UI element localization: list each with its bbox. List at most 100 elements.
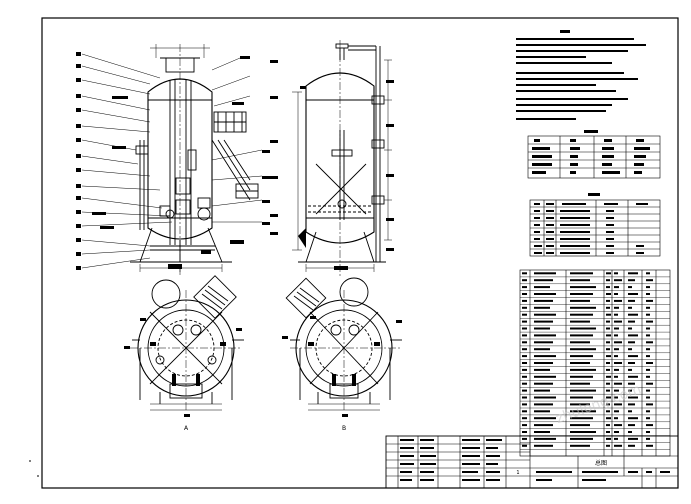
bom-index-mark: [522, 362, 527, 364]
bom-cell-mark: [606, 444, 610, 447]
bom-cell-mark: [646, 417, 650, 420]
bom-cell-mark: [614, 327, 619, 330]
bom-cell-mark: [606, 389, 610, 392]
bom-cell-mark: [614, 403, 622, 406]
left-callout-markers: [76, 52, 270, 270]
bom-cell-mark: [628, 431, 632, 433]
bom-cell-mark: [646, 382, 653, 385]
bom-cell-mark: [646, 306, 650, 309]
plan-view-a-markers: [124, 318, 242, 417]
bom-index-mark: [522, 306, 527, 309]
bom-cell-mark: [606, 313, 611, 316]
bom-cell-mark: [570, 437, 593, 440]
bom-cell-mark: [606, 396, 611, 399]
bom-row-cells: [522, 272, 653, 447]
bom-cell-mark: [570, 299, 590, 302]
bom-cell-mark: [570, 403, 590, 406]
bom-index-mark: [522, 444, 527, 447]
bom-cell-mark: [606, 424, 610, 427]
bom-cell-mark: [628, 382, 635, 385]
bom-cell-mark: [646, 279, 653, 282]
bom-cell-mark: [534, 396, 556, 399]
bom-cell-mark: [534, 410, 550, 413]
bom-cell-mark: [606, 382, 610, 385]
bom-cell-mark: [646, 341, 653, 344]
design-data-table: [527, 135, 661, 179]
bom-index-mark: [522, 417, 527, 420]
bom-cell-mark: [628, 444, 635, 447]
bom-index-mark: [522, 375, 527, 378]
bom-cell-mark: [628, 334, 638, 337]
bom-cell-mark: [628, 348, 632, 351]
bom-cell-mark: [646, 313, 650, 316]
bom-cell-mark: [606, 320, 610, 323]
bom-cell-mark: [570, 396, 593, 399]
bom-index-mark: [522, 348, 527, 351]
sheet-border: [29, 17, 679, 489]
technical-notes: [516, 30, 646, 120]
bom-cell-mark: [646, 431, 650, 433]
bom-cell-mark: [534, 299, 553, 302]
bom-cell-mark: [614, 396, 618, 399]
plan-view-a: [130, 275, 244, 412]
bom-cell-mark: [628, 437, 638, 440]
bom-index-mark: [522, 403, 527, 406]
bom-cell-mark: [534, 368, 550, 371]
bom-cell-mark: [646, 410, 650, 413]
bom-cell-mark: [606, 348, 610, 351]
bom-cell-mark: [534, 293, 556, 295]
revision-mark: 1: [516, 470, 519, 476]
bom-cell-mark: [614, 368, 619, 371]
bom-cell-mark: [614, 362, 622, 364]
bom-cell-mark: [646, 327, 650, 330]
bom-cell-mark: [646, 286, 650, 289]
bom-cell-mark: [646, 403, 653, 406]
bom-cell-mark: [614, 417, 618, 420]
bom-cell-mark: [628, 293, 638, 295]
bom-cell-mark: [606, 437, 611, 440]
bom-cell-mark: [646, 348, 650, 351]
bom-cell-mark: [534, 279, 553, 282]
bom-cell-mark: [646, 424, 653, 427]
plan-view-b: [285, 277, 402, 412]
bom-row-lines: [520, 276, 670, 450]
bom-cell-mark: [628, 327, 632, 330]
bom-cell-mark: [534, 334, 556, 337]
bom-cell-mark: [606, 431, 610, 433]
bom-cell-mark: [534, 306, 550, 309]
bom-cell-mark: [614, 313, 618, 316]
bom-cell-mark: [614, 431, 619, 433]
bom-cell-mark: [570, 279, 590, 282]
bom-index-mark: [522, 334, 527, 337]
bom-cell-mark: [606, 286, 610, 289]
bom-cell-mark: [628, 396, 638, 399]
bom-cell-mark: [628, 417, 638, 420]
bom-cell-mark: [570, 272, 593, 275]
bom-cell-mark: [570, 410, 596, 413]
bom-cell-mark: [614, 355, 618, 358]
bom-cell-mark: [606, 417, 611, 420]
side-elevation-view: [292, 40, 392, 276]
title-block-cells: [400, 439, 670, 481]
bom-index-mark: [522, 431, 527, 433]
bom-cell-mark: [606, 355, 611, 358]
bom-cell-mark: [534, 437, 556, 440]
bom-cell-mark: [646, 368, 650, 371]
bom-cell-mark: [614, 286, 619, 289]
bom-cell-mark: [606, 293, 611, 295]
bom-cell-mark: [570, 424, 590, 427]
bom-cell-mark: [534, 362, 553, 364]
bom-cell-mark: [646, 299, 653, 302]
bom-cell-mark: [646, 396, 650, 399]
bom-cell-mark: [606, 334, 611, 337]
bom-index-mark: [522, 355, 527, 358]
nozzle-table-cells: [534, 193, 648, 254]
bom-cell-mark: [570, 320, 590, 323]
bom-cell-mark: [570, 341, 590, 344]
bom-cell-mark: [534, 327, 550, 330]
bom-cell-mark: [628, 389, 632, 392]
bom-index-mark: [522, 389, 527, 392]
bom-cell-mark: [570, 417, 593, 420]
bom-cell-mark: [606, 375, 611, 378]
